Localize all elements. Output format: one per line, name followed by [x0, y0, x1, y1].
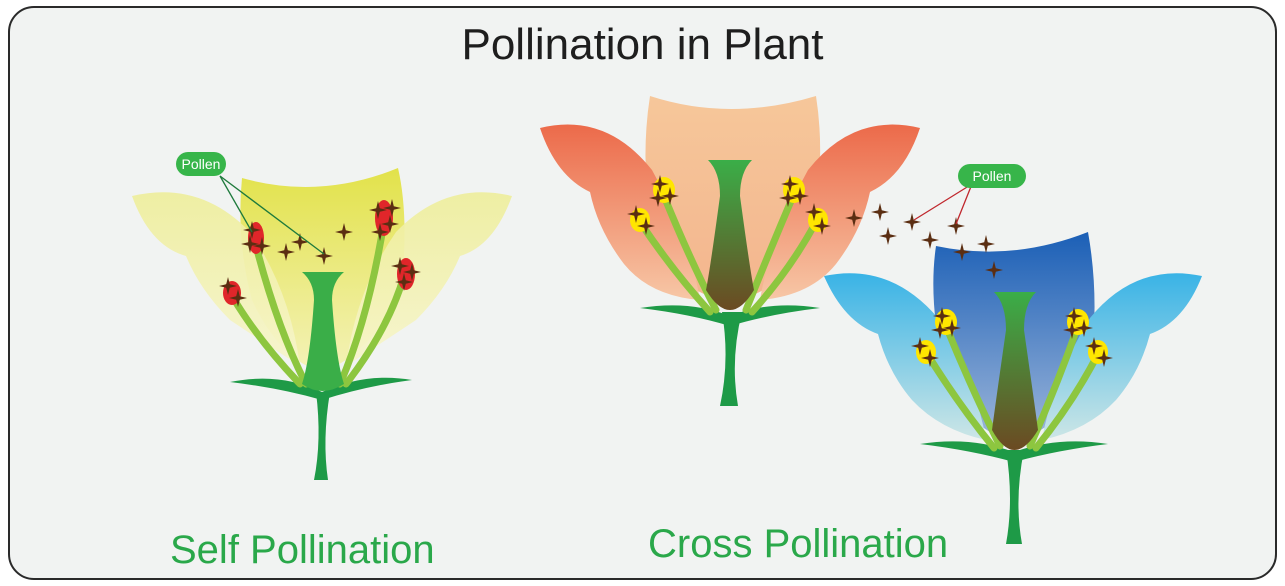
orange-stem — [720, 312, 742, 406]
self-pollination-flower: Pollen — [132, 152, 512, 480]
self-stem — [314, 392, 330, 480]
self-pollen-label: Pollen — [182, 156, 221, 172]
cross-blue-flower — [824, 232, 1202, 544]
self-pollination-caption: Self Pollination — [170, 528, 435, 573]
cross-pollen-callout: Pollen — [914, 164, 1026, 224]
cross-pollination-caption: Cross Pollination — [648, 522, 948, 567]
blue-stem — [1006, 450, 1024, 544]
cross-orange-flower — [540, 96, 920, 406]
cross-pollen-label: Pollen — [973, 168, 1012, 184]
